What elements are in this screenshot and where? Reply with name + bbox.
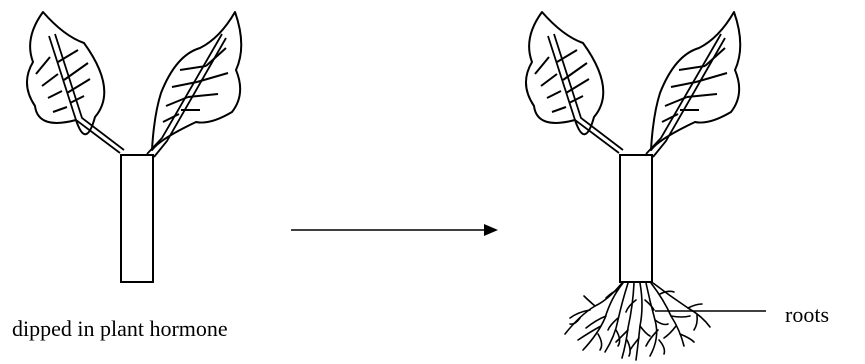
process-arrow xyxy=(291,224,498,236)
roots-label: roots xyxy=(785,304,829,326)
cutting-caption: dipped in plant hormone xyxy=(12,318,228,340)
rooted-cutting xyxy=(526,12,766,360)
cutting-without-roots xyxy=(27,12,241,282)
root-system xyxy=(565,283,710,360)
